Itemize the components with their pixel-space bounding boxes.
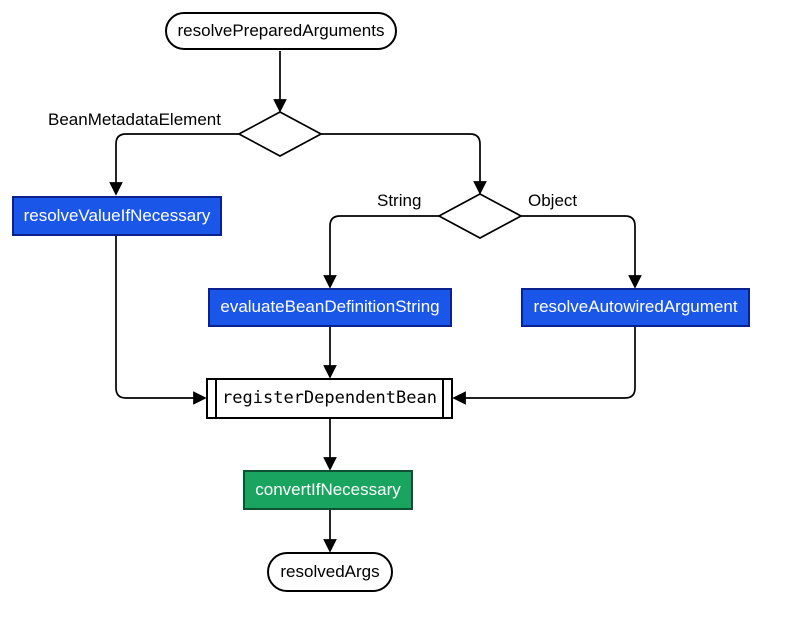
edge-decision1-to-resolve-value bbox=[109, 133, 239, 196]
node-label: resolveAutowiredArgument bbox=[533, 297, 738, 317]
edge-decision2-to-resolve-autowired bbox=[521, 215, 642, 289]
node-label: resolveValueIfNecessary bbox=[23, 205, 211, 225]
node-resolved-args: resolvedArgs bbox=[267, 552, 393, 592]
decision1-diamond bbox=[237, 111, 323, 157]
node-resolve-prepared-arguments: resolvePreparedArguments bbox=[165, 12, 397, 50]
edge-label-object: Object bbox=[528, 191, 578, 210]
edge-decision2-to-evaluate-bean bbox=[323, 215, 439, 289]
node-resolve-value-if-necessary: resolveValueIfNecessary bbox=[12, 196, 222, 236]
node-label: resolvedArgs bbox=[280, 561, 380, 581]
edge-resolve-autowired-to-register bbox=[452, 327, 636, 405]
edge-label-string: String bbox=[377, 191, 422, 210]
node-resolve-autowired-argument: resolveAutowiredArgument bbox=[521, 288, 750, 327]
edge-decision1-to-decision2 bbox=[321, 133, 487, 195]
node-evaluate-bean-definition-string: evaluateBeanDefinitionString bbox=[208, 288, 452, 327]
edge-label-bean-metadata-element: BeanMetadataElement bbox=[48, 110, 221, 129]
node-label: convertIfNecessary bbox=[255, 479, 401, 499]
node-label: evaluateBeanDefinitionString bbox=[220, 297, 440, 317]
node-label: registerDependentBean bbox=[222, 388, 437, 409]
node-convert-if-necessary: convertIfNecessary bbox=[243, 470, 413, 510]
node-label: resolvePreparedArguments bbox=[177, 20, 385, 40]
node-register-dependent-bean: registerDependentBean bbox=[206, 378, 453, 419]
decision2-diamond bbox=[437, 193, 523, 239]
edge-resolve-value-to-register bbox=[115, 236, 207, 405]
